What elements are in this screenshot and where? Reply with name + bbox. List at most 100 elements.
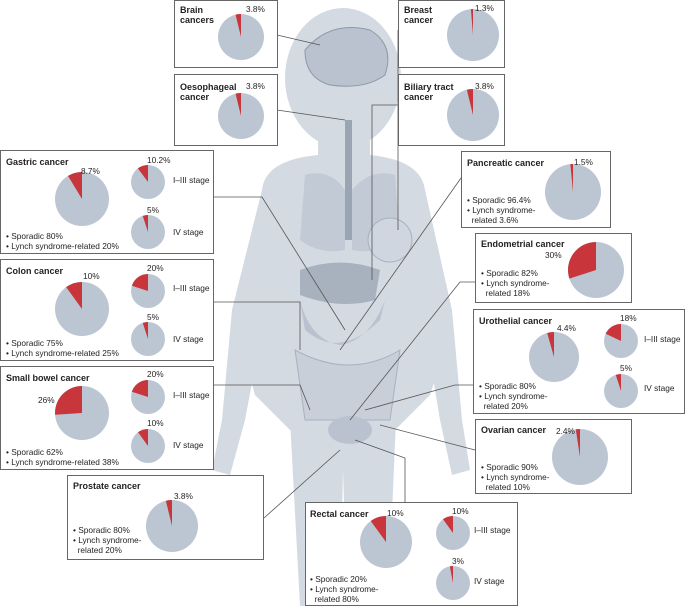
panel-title: Ovarian cancer [481, 425, 547, 435]
pie-slice [470, 9, 473, 35]
pie-slice [370, 516, 386, 542]
lynch-text: • Lynch syndrome- related 10% [481, 472, 550, 492]
pct-label: 1.5% [574, 157, 593, 167]
pie-slice [131, 380, 148, 397]
stage-1-3-pie [131, 380, 165, 414]
stage-1-3-pct: 10.2% [147, 155, 171, 165]
overall-pie [55, 282, 109, 336]
panel-title: Biliary tract cancer [404, 82, 454, 102]
stage-1-3-label: I–III stage [474, 525, 511, 535]
pct-label: 3.8% [174, 491, 193, 501]
stage-4-pct: 5% [147, 312, 159, 322]
pie-slice [615, 374, 621, 391]
panel-title: Prostate cancer [73, 481, 141, 491]
sporadic-text: • Sporadic 80% [73, 525, 130, 535]
pct-label: 4.4% [557, 323, 576, 333]
stage-1-3-pie [436, 516, 470, 550]
stage-4-pie [131, 322, 165, 356]
overall-pie [545, 164, 601, 220]
stage-1-3-pct: 20% [147, 263, 164, 273]
stage-4-label: IV stage [173, 440, 204, 450]
overall-pie [218, 93, 264, 139]
pie-slice [67, 172, 82, 199]
urothelial-cancer-panel: Urothelial cancer 4.4% 18% I–III stage 5… [473, 309, 685, 414]
stage-4-pie [131, 215, 165, 249]
stage-4-pie [604, 374, 638, 408]
sporadic-text: • Sporadic 80% [6, 231, 63, 241]
pie-slice [568, 242, 596, 279]
prostate-cancer-panel: Prostate cancer 3.8% • Sporadic 80% • Ly… [67, 475, 264, 560]
stage-4-pie [131, 429, 165, 463]
stage-4-pct: 5% [147, 205, 159, 215]
pct-label: 2.4% [556, 426, 575, 436]
gastric-cancer-panel: Gastric cancer 8.7% 10.2% I–III stage 5%… [0, 150, 214, 254]
sporadic-text: • Sporadic 96.4% [467, 195, 531, 205]
pct-label: 1.3% [475, 3, 494, 13]
pie-slice [142, 215, 148, 232]
stage-4-label: IV stage [173, 334, 204, 344]
panel-title: Breast cancer [404, 5, 434, 25]
stage-1-3-label: I–III stage [173, 390, 210, 400]
stage-1-3-pie [131, 274, 165, 308]
lynch-text: • Lynch syndrome-related 25% [6, 348, 119, 358]
rectal-cancer-panel: Rectal cancer 10% 10% I–III stage 3% IV … [305, 502, 518, 606]
overall-pie [447, 89, 499, 141]
colon-cancer-panel: Colon cancer 10% 20% I–III stage 5% IV s… [0, 259, 214, 361]
stage-1-3-label: I–III stage [173, 175, 210, 185]
overall-pie [568, 242, 624, 298]
pct-label: 3.8% [246, 4, 265, 14]
pct-label: 26% [38, 395, 55, 405]
oesophageal-cancer-panel: Oesophageal cancer 3.8% [174, 74, 278, 146]
overall-pie [54, 386, 109, 440]
lynch-text: • Lynch syndrome- related 18% [481, 278, 550, 298]
pie-slice [449, 566, 453, 583]
sporadic-text: • Sporadic 90% [481, 462, 538, 472]
breast-cancer-panel: Breast cancer 1.3% [398, 0, 505, 68]
panel-title: Oesophageal cancer [180, 82, 237, 102]
overall-pie [360, 516, 412, 568]
sporadic-text: • Sporadic 80% [479, 381, 536, 391]
stage-1-3-pie [131, 165, 165, 199]
pie-slice [142, 322, 148, 339]
pct-label: 30% [545, 250, 562, 260]
overall-pie [552, 429, 608, 485]
pie-slice [547, 332, 554, 357]
endometrial-cancer-panel: Endometrial cancer 30% • Sporadic 82% • … [475, 233, 632, 303]
pie-slice [235, 14, 241, 37]
stage-4-label: IV stage [173, 227, 204, 237]
stage-4-pie [436, 566, 470, 600]
panel-title: Colon cancer [6, 266, 64, 276]
sporadic-text: • Sporadic 82% [481, 268, 538, 278]
pancreatic-cancer-panel: Pancreatic cancer 1.5% • Sporadic 96.4% … [461, 151, 611, 228]
pie-slice [137, 165, 148, 182]
stage-1-3-pct: 20% [147, 369, 164, 379]
pie-slice [235, 93, 241, 116]
panel-title: Urothelial cancer [479, 316, 553, 326]
pct-label: 10% [83, 271, 100, 281]
pie-slice [138, 429, 148, 446]
overall-pie [447, 9, 499, 61]
lynch-text: • Lynch syndrome- related 20% [73, 535, 142, 555]
stage-1-3-label: I–III stage [173, 283, 210, 293]
lynch-text: • Lynch syndrome- related 3.6% [467, 205, 536, 225]
biliary-tract-cancer-panel: Biliary tract cancer 3.8% [398, 74, 505, 146]
stage-1-3-pct: 18% [620, 313, 637, 323]
panel-title: Small bowel cancer [6, 373, 90, 383]
stage-4-pct: 10% [147, 418, 164, 428]
lynch-text: • Lynch syndrome- related 80% [310, 584, 379, 604]
stage-4-label: IV stage [644, 383, 675, 393]
pie-slice [66, 282, 82, 309]
pie-slice [131, 274, 148, 291]
lynch-text: • Lynch syndrome-related 20% [6, 241, 119, 251]
pie-slice [466, 89, 473, 115]
stage-4-label: IV stage [474, 576, 505, 586]
stage-1-3-pct: 10% [452, 506, 469, 516]
sporadic-text: • Sporadic 20% [310, 574, 367, 584]
pie-slice [443, 516, 453, 533]
sporadic-text: • Sporadic 62% [6, 447, 63, 457]
stage-1-3-pie [604, 324, 638, 358]
panel-title: Pancreatic cancer [467, 158, 545, 168]
brain-cancer-panel: Brain cancers 3.8% [174, 0, 278, 68]
stage-4-pct: 5% [620, 363, 632, 373]
